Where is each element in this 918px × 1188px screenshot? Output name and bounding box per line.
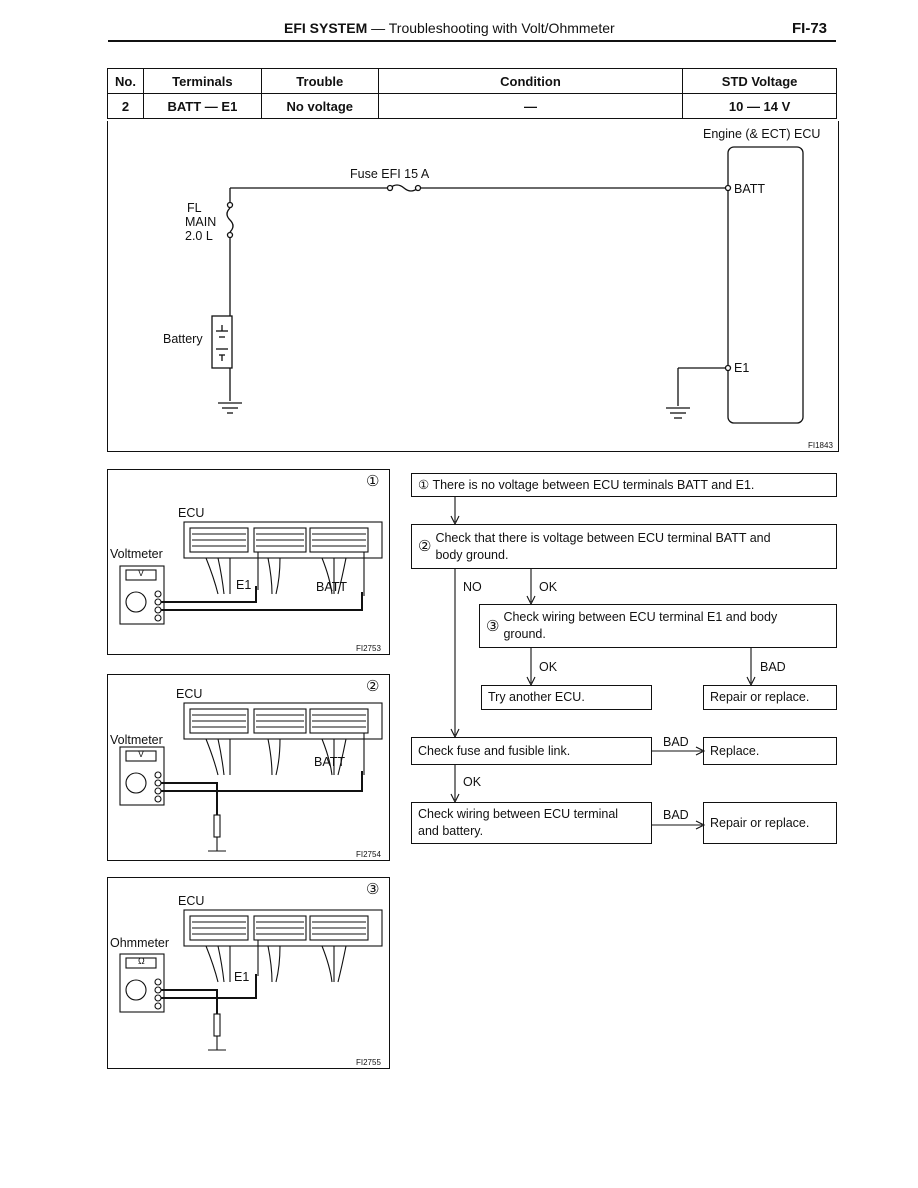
ecu-label: Engine (& ECT) ECU [703, 127, 821, 141]
flow-check-wiring-line-1: Check wiring between ECU terminal [418, 807, 619, 821]
ground-probe [213, 814, 221, 838]
col-header-std-voltage: STD Voltage [682, 68, 837, 94]
col-header-condition: Condition [377, 68, 684, 94]
cell-std-voltage: 10 — 14 V [682, 93, 837, 119]
flow-step-2: ② Check that there is voltage between EC… [411, 524, 837, 569]
flow-try-ecu-text: Try another ECU. [488, 690, 585, 704]
flow-check-wiring: Check wiring between ECU terminal and ba… [411, 802, 652, 844]
figure-1: ① ECU Voltmeter V E1 BATT FI2753 [107, 469, 390, 655]
flow-step-2-line-2: body ground. [435, 547, 509, 562]
figure-1-ref: FI2753 [356, 644, 381, 653]
figure-3-ref: FI2755 [356, 1058, 381, 1067]
ecu-connector [183, 702, 383, 740]
figure-2-drawing [119, 702, 383, 852]
figure-3-drawing [119, 909, 383, 1051]
fuse-label: Fuse EFI 15 A [350, 167, 430, 181]
flow-check-fuse-text: Check fuse and fusible link. [418, 743, 571, 758]
figure-1-number: ① [366, 473, 380, 490]
fl-main-label-3: 2.0 L [185, 229, 213, 243]
col-header-terminals: Terminals [142, 68, 262, 94]
flow-check-fuse: Check fuse and fusible link. [411, 737, 652, 765]
flow-step-3-number: ③ [486, 617, 500, 635]
header-title-bold: EFI SYSTEM [284, 20, 368, 36]
flow-check-wiring-line-2: and battery. [418, 824, 484, 838]
ecu-connector [183, 521, 383, 559]
wiring-schematic: Engine (& ECT) ECU Fuse EFI 15 A FL MAIN… [107, 121, 839, 452]
flow-ok-label-1: OK [539, 580, 558, 594]
figure-1-e1-label: E1 [236, 578, 252, 592]
fusible-link-symbol [226, 207, 234, 233]
figure-2-meter-label: Voltmeter [110, 733, 163, 747]
ecu-connector [183, 909, 383, 947]
ground-probe [213, 1013, 221, 1037]
ohmmeter-body [119, 953, 165, 1013]
flow-step-2-line-1: Check that there is voltage between ECU … [435, 530, 771, 545]
battery-symbol [211, 315, 233, 369]
flow-repair-1-text: Repair or replace. [710, 690, 810, 704]
figure-3-number: ③ [366, 881, 380, 898]
flow-step-1-text: ① There is no voltage between ECU termin… [418, 477, 755, 492]
figure-2: ② ECU Voltmeter V BATT FI2754 [107, 674, 390, 861]
spec-table-header-row: No. Terminals Trouble Condition STD Volt… [107, 68, 837, 94]
cell-terminals: BATT — E1 [142, 93, 262, 119]
header-rule [108, 40, 836, 42]
e1-terminal-label: E1 [734, 361, 750, 375]
cell-no: 2 [107, 93, 144, 119]
figure-3-ecu-label: ECU [178, 894, 205, 908]
fl-main-label-2: MAIN [185, 215, 217, 229]
flow-repair-2: Repair or replace. [703, 802, 837, 844]
spec-table: No. Terminals Trouble Condition STD Volt… [107, 68, 837, 119]
voltmeter-body [119, 565, 165, 625]
col-header-trouble: Trouble [260, 68, 379, 94]
flow-repair-2-text: Repair or replace. [710, 815, 810, 830]
figure-3-meter-label: Ohmmeter [110, 936, 170, 950]
flow-step-2-number: ② [418, 538, 432, 555]
batt-terminal-label: BATT [734, 182, 766, 196]
voltmeter-body [119, 746, 165, 806]
fl-main-label-1: FL [187, 201, 202, 215]
battery-label: Battery [163, 332, 203, 346]
figure-3: ③ ECU Ohmmeter Ω E1 FI2755 [107, 877, 390, 1069]
flow-bad-label-2: BAD [663, 735, 689, 749]
flow-replace: Replace. [703, 737, 837, 765]
flow-replace-text: Replace. [710, 743, 760, 758]
flow-step-1: ① There is no voltage between ECU termin… [411, 473, 837, 497]
figure-1-drawing [119, 521, 383, 625]
flow-no-label: NO [463, 580, 482, 594]
flow-bad-label-3: BAD [663, 808, 689, 822]
page-header-title: EFI SYSTEM — Troubleshooting with Volt/O… [284, 20, 615, 36]
table-row: 2 BATT — E1 No voltage — 10 — 14 V [107, 93, 837, 119]
figure-2-meter-symbol: V [138, 749, 145, 759]
flow-repair-1: Repair or replace. [703, 685, 837, 710]
flow-ok-label-3: OK [463, 775, 482, 789]
figure-1-ecu-label: ECU [178, 506, 205, 520]
schematic-ref: FI1843 [808, 441, 833, 450]
figure-2-number: ② [366, 678, 380, 695]
figure-1-meter-label: Voltmeter [110, 547, 163, 561]
col-header-no: No. [107, 68, 144, 94]
flow-try-ecu: Try another ECU. [481, 685, 652, 710]
figure-2-ecu-label: ECU [176, 687, 203, 701]
flow-step-3: ③ Check wiring between ECU terminal E1 a… [479, 604, 837, 648]
schematic-drawing [211, 146, 804, 424]
figure-3-meter-symbol: Ω [138, 956, 145, 966]
figure-2-ref: FI2754 [356, 850, 381, 859]
fuse-symbol [389, 184, 419, 192]
figure-3-e1-label: E1 [234, 970, 250, 984]
figure-1-batt-label: BATT [316, 580, 348, 594]
flow-step-3-line-2: ground. [503, 627, 546, 641]
cell-trouble: No voltage [260, 93, 379, 119]
cell-condition: — [377, 93, 684, 119]
flow-bad-label-1: BAD [760, 660, 786, 674]
header-title-rest: — Troubleshooting with Volt/Ohmmeter [367, 20, 615, 36]
flow-step-3-line-1: Check wiring between ECU terminal E1 and… [503, 610, 778, 624]
ecu-box [727, 146, 804, 424]
flow-ok-label-2: OK [539, 660, 558, 674]
page-number: FI-73 [792, 20, 828, 37]
figure-1-meter-symbol: V [138, 568, 145, 578]
figure-2-batt-label: BATT [314, 755, 346, 769]
